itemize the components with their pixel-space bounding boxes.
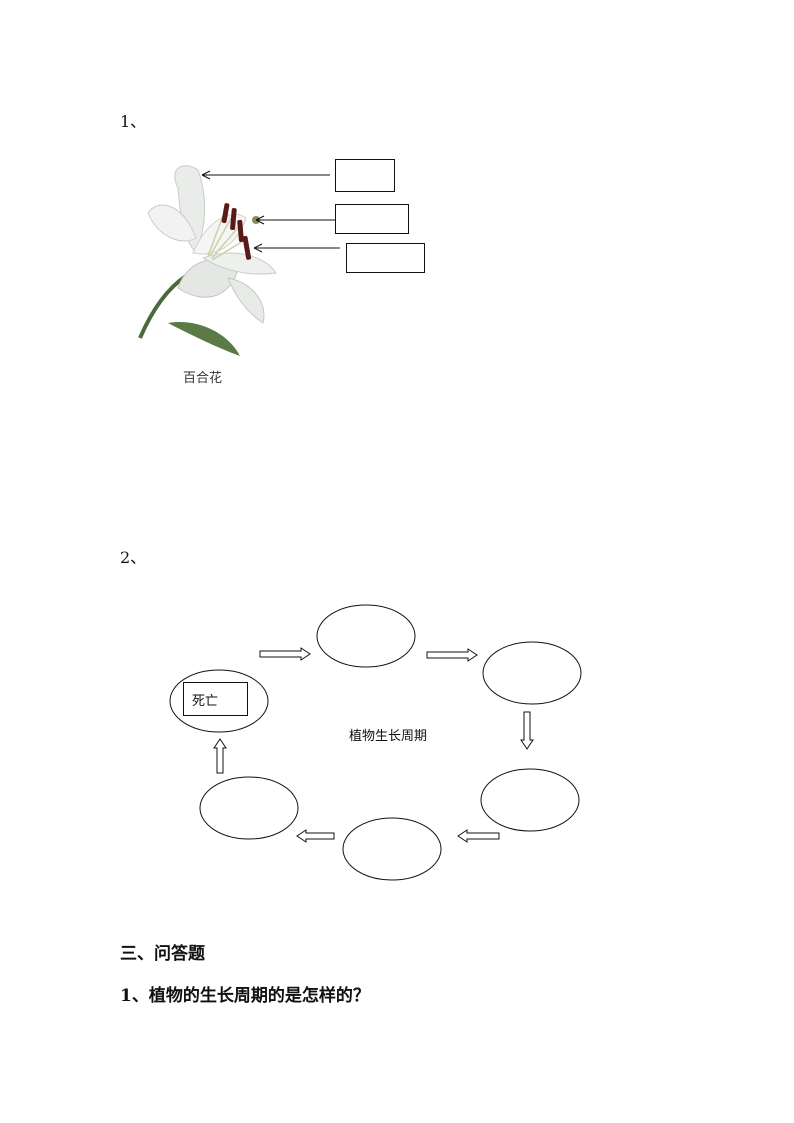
cycle-stage-right-bottom	[481, 769, 579, 831]
arrow-rightbottom-to-bottom	[458, 830, 499, 842]
question-2-number: 2、	[120, 544, 146, 568]
lily-label-arrows	[190, 160, 340, 260]
section-3-heading: 三、问答题	[120, 939, 205, 964]
arrow-righttop-to-rightbottom	[521, 712, 533, 749]
lily-caption: 百合花	[183, 367, 222, 386]
death-stage-label: 死亡	[192, 690, 218, 709]
lily-label-box-pistil[interactable]	[346, 243, 425, 273]
arrow-death-to-top	[260, 648, 310, 660]
cycle-center-label: 植物生长周期	[349, 725, 427, 744]
cycle-stage-right-top	[483, 642, 581, 704]
cycle-stage-top	[317, 605, 415, 667]
cycle-stage-bottom	[343, 818, 441, 880]
plant-life-cycle-diagram	[160, 595, 600, 895]
arrow-bottom-to-leftbottom	[297, 830, 334, 842]
section-3-question-1: 1、植物的生长周期的是怎样的？	[120, 981, 370, 1006]
lily-label-box-petal[interactable]	[335, 159, 395, 192]
death-stage-box: 死亡	[183, 682, 248, 716]
arrow-top-to-righttop	[427, 649, 477, 661]
arrow-leftbottom-to-death	[214, 739, 226, 773]
cycle-stage-left-bottom	[200, 777, 298, 839]
question-1-number: 1、	[120, 108, 146, 132]
lily-label-box-stamen[interactable]	[335, 204, 409, 234]
